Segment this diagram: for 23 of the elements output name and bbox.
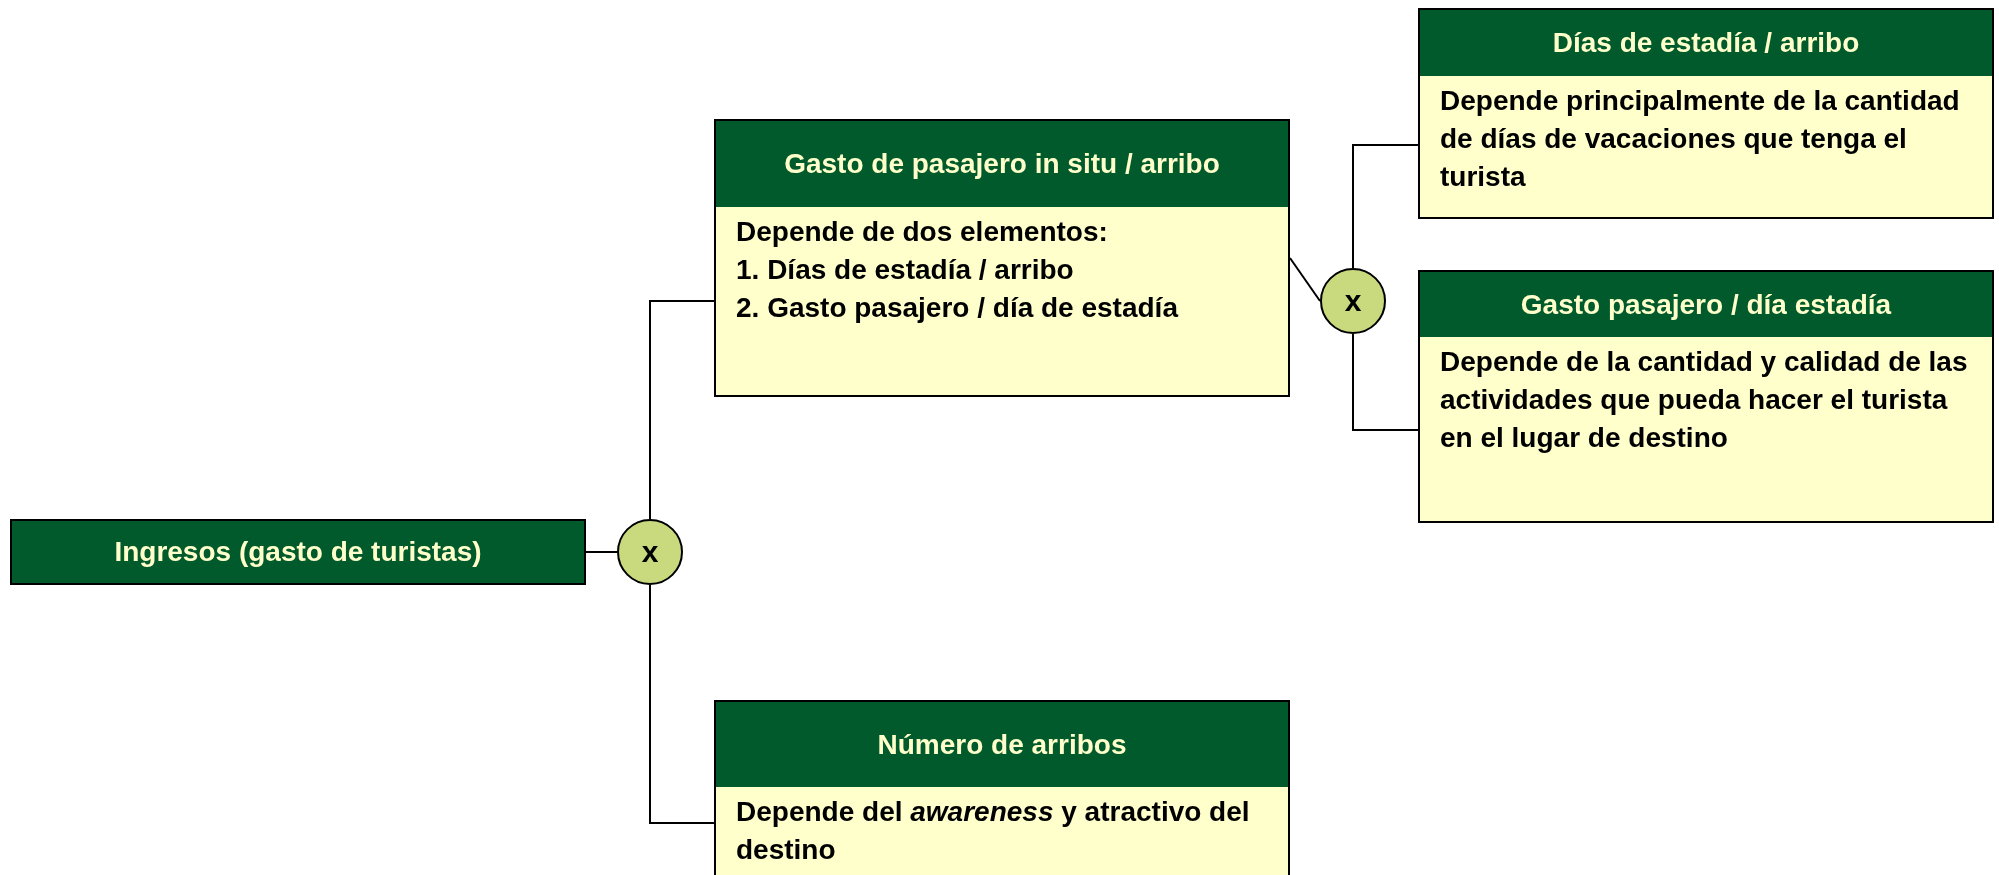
card-header: Días de estadía / arribo bbox=[1420, 10, 1992, 76]
card bbox=[1418, 270, 1994, 523]
card-header: Gasto pasajero / día estadía bbox=[1420, 272, 1992, 337]
multiply-circle: x bbox=[617, 519, 683, 585]
connector-line bbox=[1352, 333, 1419, 431]
card-header: Gasto de pasajero in situ / arribo bbox=[716, 121, 1288, 207]
body-text: Depende del awareness y atractivo del destino bbox=[736, 795, 1251, 867]
title-bar: Ingresos (gasto de turistas) bbox=[10, 519, 586, 585]
body-text: Depende principalmente de la cantidad de días de vacaciones que tenga el turista bbox=[1440, 84, 1961, 194]
card-header: Número de arribos bbox=[716, 702, 1288, 787]
connector-line bbox=[1352, 144, 1419, 269]
connector-line bbox=[649, 300, 715, 520]
multiply-circle: x bbox=[1320, 268, 1386, 334]
list-item: 1. Días de estadía / arribo bbox=[736, 253, 1075, 287]
connector-line bbox=[585, 551, 618, 553]
body-text: Depende de dos elementos: bbox=[736, 215, 1109, 249]
body-text: Depende de la cantidad y calidad de las actividades que pueda hacer el turista en el lugar de destino bbox=[1440, 345, 1969, 455]
card bbox=[714, 700, 1290, 875]
card bbox=[1418, 8, 1994, 219]
connector-line bbox=[649, 584, 715, 824]
list-item: 2. Gasto pasajero / día de estadía bbox=[736, 291, 1180, 325]
card bbox=[714, 119, 1290, 397]
connector-line bbox=[1289, 257, 1321, 302]
